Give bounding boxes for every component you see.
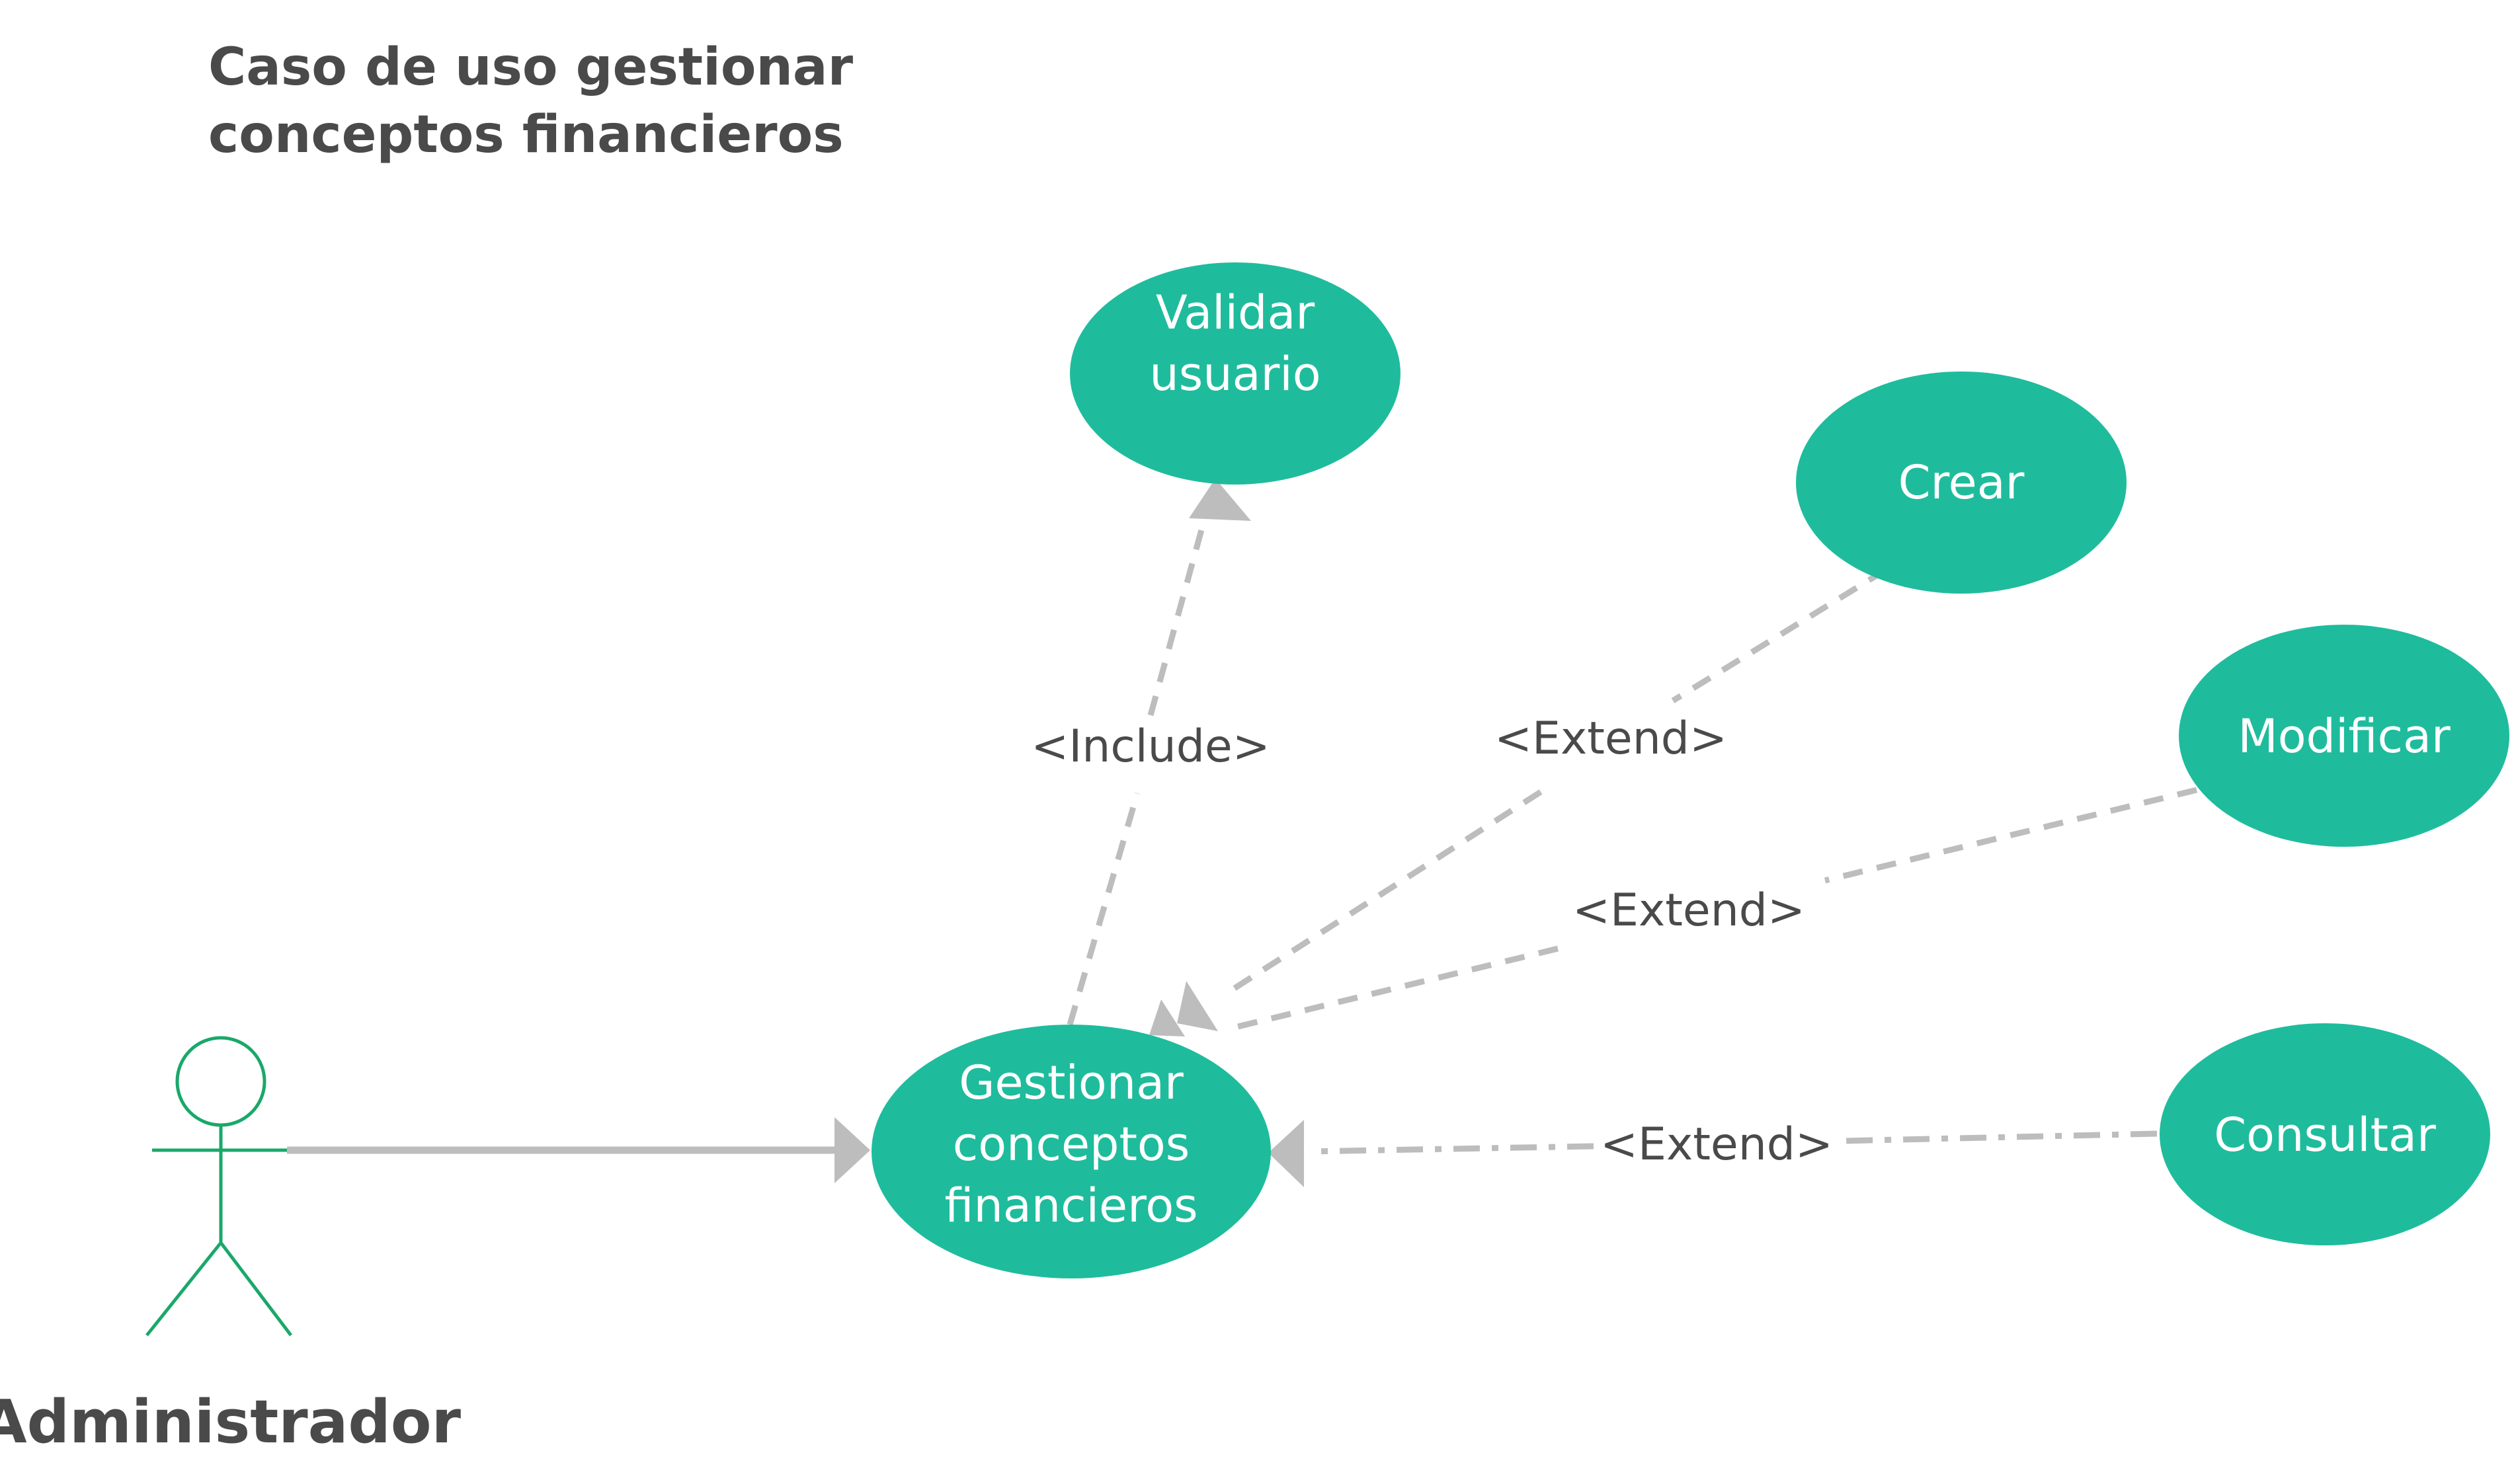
include-relation [1067,479,1251,1026]
use-case-gestionar-line-1: Gestionar [959,1056,1184,1110]
use-case-validar-line-2: usuario [1149,347,1320,401]
extend-relation-modificar [1149,787,2198,1036]
association-actor-gestionar [287,1117,870,1183]
actor-right-leg [220,1241,292,1337]
extend-label-modificar: <Extend> [1572,884,1805,937]
use-case-validar-usuario[interactable]: Validar usuario [1070,262,1401,485]
actor-label: Administrador [0,1387,462,1457]
include-arrowhead [1189,479,1251,521]
use-case-crear-label: Crear [1898,455,2025,510]
use-case-consultar-label: Consultar [2214,1108,2436,1162]
extend-relation-crear [1177,567,1888,1031]
actor-left-leg [145,1241,222,1337]
actor-head [175,1036,266,1127]
use-case-modificar-label: Modificar [2238,709,2451,763]
extend-arrowhead-modificar [1149,999,1185,1036]
association-arrowhead [834,1117,870,1183]
use-case-consultar[interactable]: Consultar [2160,1023,2490,1245]
use-case-gestionar-line-3: financieros [944,1179,1198,1233]
diagram-title-line-2: conceptos financieros [208,105,844,165]
extend-arrowhead-consultar [1268,1120,1304,1187]
actor-administrador[interactable] [145,1036,292,1337]
diagram-title-line-1: Caso de uso gestionar [208,38,854,97]
use-case-modificar[interactable]: Modificar [2179,625,2509,847]
use-case-gestionar-line-2: conceptos [953,1117,1190,1171]
extend-label-consultar: <Extend> [1600,1118,1833,1171]
use-case-crear[interactable]: Crear [1796,371,2127,594]
use-case-gestionar-conceptos-financieros[interactable]: Gestionar conceptos financieros [872,1025,1271,1278]
include-label: <Include> [1031,721,1270,773]
extend-label-crear: <Extend> [1494,713,1727,765]
extend-relation-consultar [1268,1120,2158,1187]
use-case-validar-line-1: Validar [1156,286,1315,340]
extend-arrowhead-crear [1177,981,1218,1031]
